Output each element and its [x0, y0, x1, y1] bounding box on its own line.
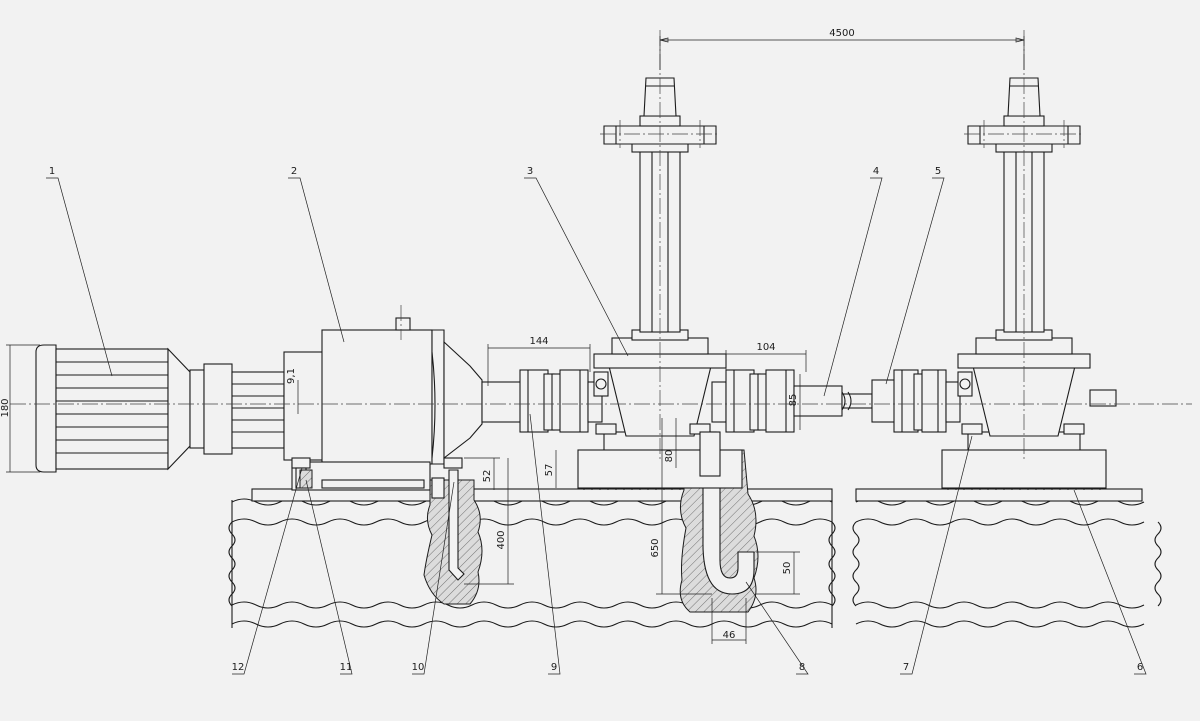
- callout-6: 6: [1137, 662, 1143, 673]
- callout-leaders: [46, 177, 1147, 675]
- center-lines: [10, 30, 1192, 460]
- coupling-right: [871, 369, 961, 433]
- callout-7: 7: [903, 662, 909, 673]
- electric-motor: [35, 344, 285, 473]
- callout-1: 1: [49, 166, 55, 177]
- coupling-left: [481, 369, 603, 433]
- dim-650: 650: [650, 538, 661, 557]
- callout-2: 2: [291, 166, 297, 177]
- dim-104: 104: [756, 342, 775, 353]
- foot-bolt-11: [291, 457, 313, 489]
- dim-57: 57: [544, 464, 555, 477]
- dimension-lines: [6, 36, 1025, 644]
- dim-50: 50: [782, 562, 793, 575]
- callout-5: 5: [935, 166, 941, 177]
- callout-8: 8: [799, 662, 805, 673]
- drive-shaft-4: [841, 391, 873, 411]
- dim-9-1: 9,1: [286, 368, 297, 384]
- callout-10: 10: [412, 662, 425, 673]
- screw-jack-right: [941, 77, 1117, 489]
- dim-180: 180: [0, 398, 11, 417]
- dim-52: 52: [482, 470, 493, 483]
- dim-144: 144: [529, 336, 548, 347]
- foot-bolt-10-top: [431, 457, 463, 499]
- callout-4: 4: [873, 166, 879, 177]
- dim-46: 46: [723, 630, 736, 641]
- callout-3: 3: [527, 166, 533, 177]
- callout-11: 11: [340, 662, 353, 673]
- base-plate-right: [855, 488, 1143, 502]
- dim-80: 80: [664, 450, 675, 463]
- callout-12: 12: [232, 662, 245, 673]
- dim-85: 85: [788, 394, 799, 407]
- dim-4500: 4500: [829, 28, 854, 39]
- foundation-right: [852, 498, 1162, 628]
- gearbox: [283, 317, 483, 491]
- dim-400: 400: [496, 530, 507, 549]
- callout-9: 9: [551, 662, 557, 673]
- coupling-middle: [711, 369, 843, 433]
